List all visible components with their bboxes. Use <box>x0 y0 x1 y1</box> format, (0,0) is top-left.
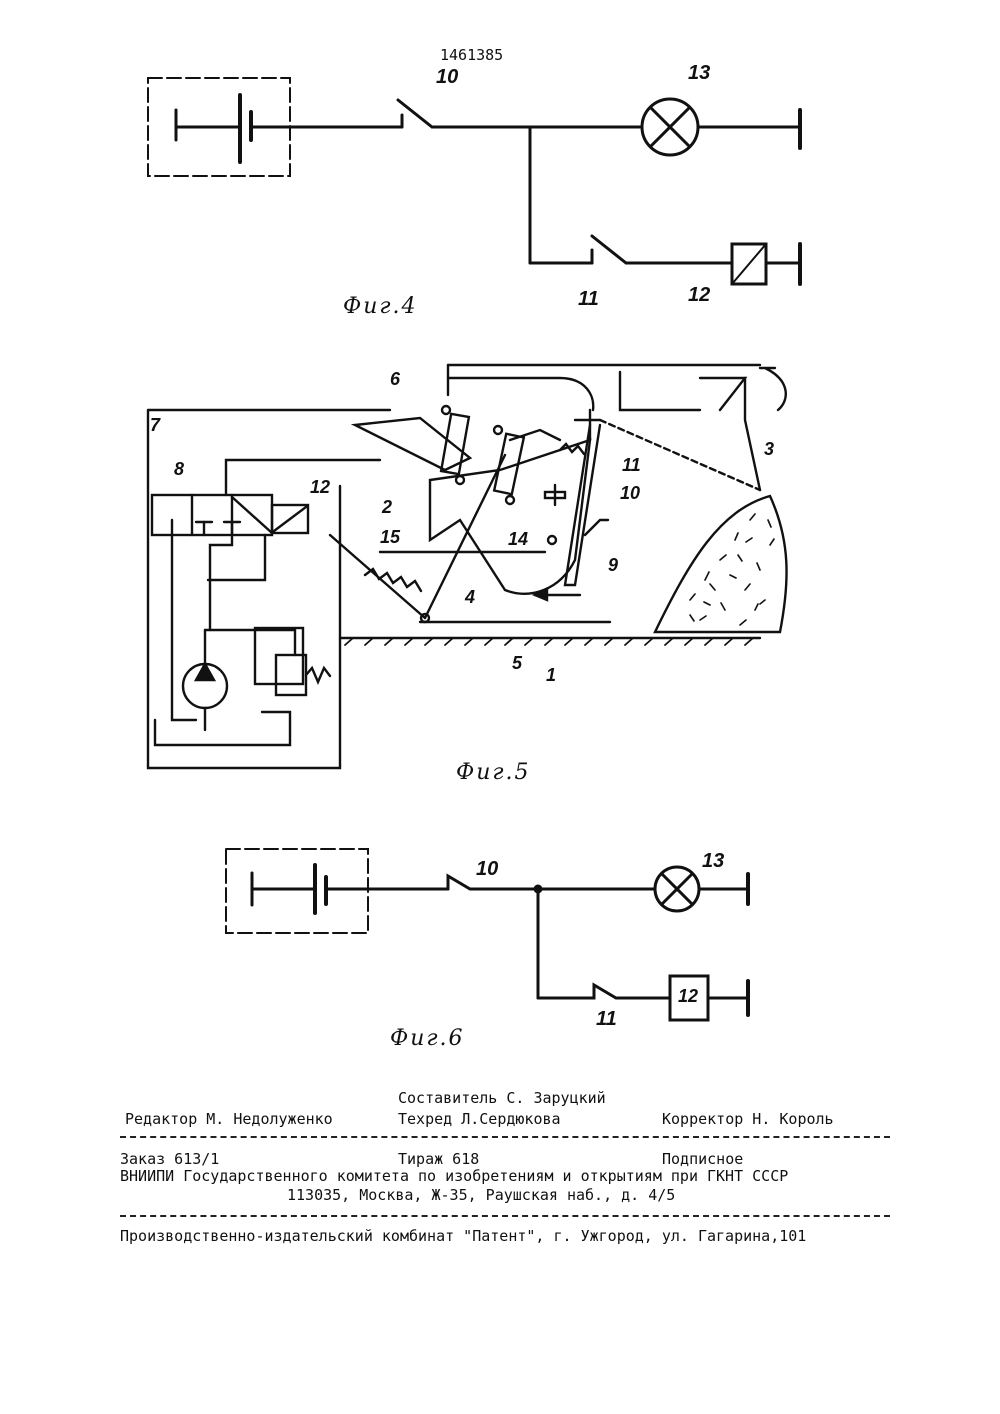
fig5-pump <box>155 630 295 745</box>
fig4-relay-12 <box>732 244 800 284</box>
footer-organization: ВНИИПИ Государственного комитета по изоб… <box>120 1167 788 1185</box>
fig6-label-switch-10: 10 <box>476 860 498 878</box>
fig4-label-relay-12: 12 <box>688 286 710 304</box>
fig5-label-9: 9 <box>608 556 618 574</box>
fig6-label-lamp-13: 13 <box>702 852 724 870</box>
fig5-mechanism-diagram <box>148 365 787 768</box>
fig5-ground <box>340 622 760 645</box>
footer-order: Заказ 613/1 <box>120 1150 219 1168</box>
fig6-caption: Фиг.6 <box>390 1030 465 1048</box>
fig4-label-lamp-13: 13 <box>688 64 710 82</box>
patent-drawings <box>0 0 1000 1100</box>
fig5-rock-pile <box>655 496 787 632</box>
fig5-label-12: 12 <box>310 478 330 496</box>
fig5-support-body <box>430 440 590 594</box>
fig5-shield <box>355 418 470 470</box>
fig6-label-switch-11: 11 <box>596 1010 617 1028</box>
fig5-label-5: 5 <box>512 654 522 672</box>
fig5-label-4: 4 <box>465 588 475 606</box>
fig5-label-1: 1 <box>546 666 556 684</box>
footer-editor: Редактор М. Недолуженко <box>125 1110 333 1128</box>
fig5-relief-valve <box>255 628 330 695</box>
fig6-lamp-13 <box>655 867 748 911</box>
fig5-label-8: 8 <box>174 460 184 478</box>
fig5-left-spring <box>330 535 425 618</box>
fig4-switch-10 <box>398 100 640 127</box>
fig5-label-2: 2 <box>382 498 392 516</box>
document-number: 1461385 <box>440 46 503 64</box>
footer-divider-top <box>120 1136 890 1138</box>
fig4-lamp-13 <box>642 99 800 155</box>
footer-circulation: Тираж 618 <box>398 1150 479 1168</box>
footer-corrector: Корректор Н. Король <box>662 1110 834 1128</box>
footer-compiler: Составитель С. Заруцкий <box>398 1089 606 1107</box>
fig4-label-switch-10: 10 <box>436 68 458 86</box>
fig5-valve-block-8 <box>152 495 308 535</box>
fig5-label-10: 10 <box>620 484 640 502</box>
fig6-label-relay-12: 12 <box>678 987 698 1005</box>
footer-divider-bottom <box>120 1215 890 1217</box>
fig5-caption: Фиг.5 <box>456 764 531 782</box>
fig5-label-15: 15 <box>380 528 400 546</box>
fig4-label-switch-11: 11 <box>578 290 599 308</box>
fig6-battery-box <box>226 849 368 933</box>
fig4-branch <box>530 127 592 263</box>
fig5-label-11: 11 <box>622 456 641 474</box>
fig6-branch <box>538 889 670 998</box>
footer-address: 113035, Москва, Ж-35, Раушская наб., д. … <box>287 1186 675 1204</box>
fig5-label-14: 14 <box>508 530 528 548</box>
footer-techred: Техред Л.Сердюкова <box>398 1110 561 1128</box>
fig4-circuit-diagram <box>148 78 800 284</box>
fig5-label-7: 7 <box>150 416 160 434</box>
fig5-label-3: 3 <box>764 440 774 458</box>
fig4-caption: Фиг.4 <box>343 298 418 316</box>
fig4-switch-11 <box>592 236 732 263</box>
fig6-battery-symbol <box>252 865 448 913</box>
fig5-hydraulic-frame <box>148 410 390 768</box>
footer-publisher: Производственно-издательский комбинат "П… <box>120 1227 806 1245</box>
footer-subscription: Подписное <box>662 1150 743 1168</box>
fig5-label-6: 6 <box>390 370 400 388</box>
